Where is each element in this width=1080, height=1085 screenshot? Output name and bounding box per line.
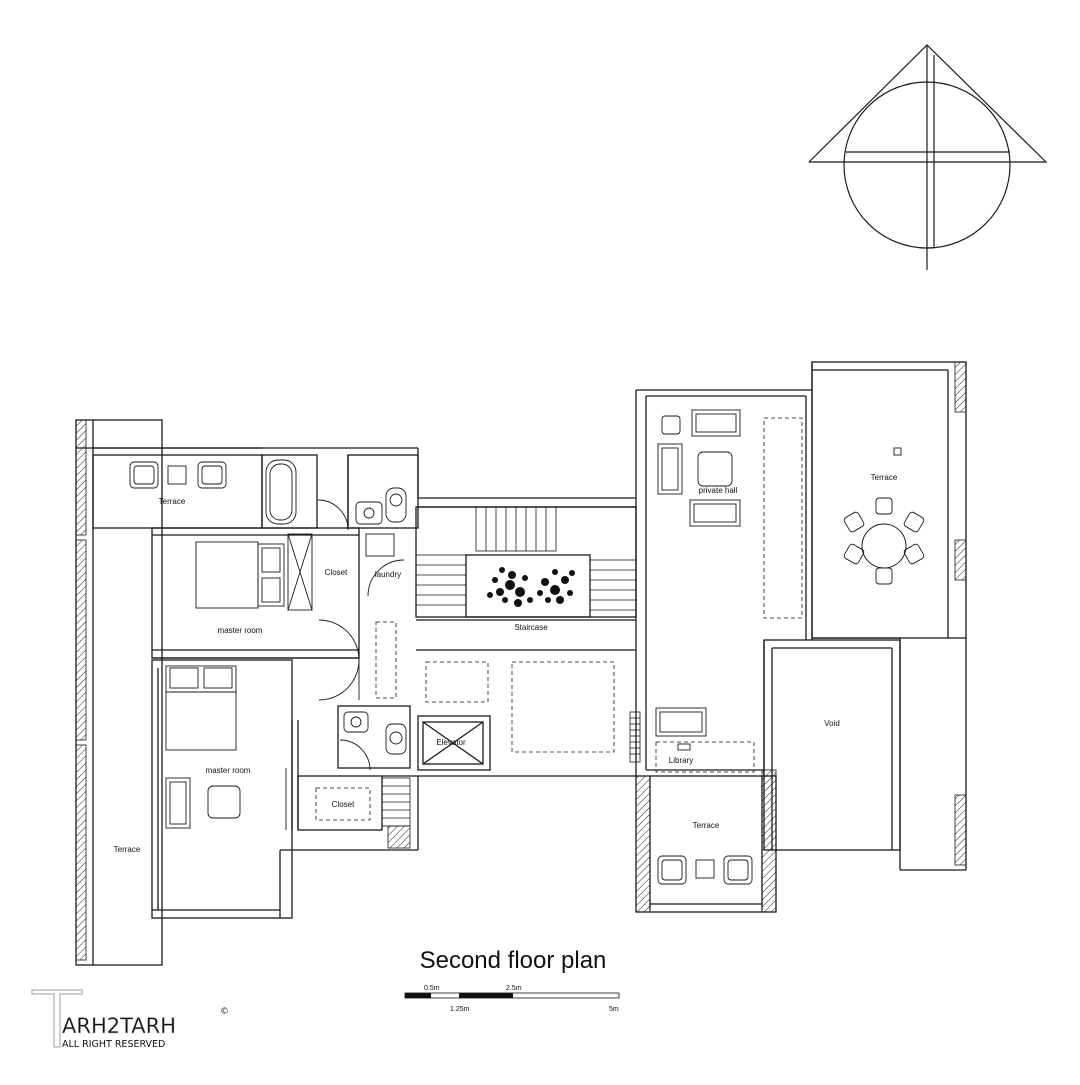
room-label-terrace-sw: Terrace <box>114 845 141 854</box>
scale-label-0-5m: 0.5m <box>424 985 440 992</box>
walls <box>75 361 967 966</box>
room-label-private-hall: private hall <box>699 486 738 495</box>
room-label-terrace-nw: Terrace <box>159 497 186 506</box>
room-labels: Terrace Terrace Terrace Terrace master r… <box>114 473 898 854</box>
room-label-master-room-1: master room <box>218 626 263 635</box>
stair-treads <box>381 506 641 827</box>
room-label-void: Void <box>824 719 840 728</box>
scale-label-2-5m: 2.5m <box>506 985 522 992</box>
room-label-library: Library <box>669 756 693 765</box>
logo-copyright: © <box>220 1007 229 1017</box>
doors <box>317 499 405 771</box>
furniture <box>129 409 925 885</box>
tree-icon <box>487 567 575 607</box>
scale-label-5m: 5m <box>609 1006 619 1013</box>
page-title: Second floor plan <box>420 947 607 974</box>
room-label-closet-1: Closet <box>325 568 348 577</box>
scale-label-1-25m: 1.25m <box>450 1006 470 1013</box>
logo-brand-text: ARH2TARH <box>62 1014 176 1038</box>
brand-logo: ARH2TARH © ALL RIGHT RESERVED <box>31 989 229 1050</box>
room-label-terrace-se: Terrace <box>693 821 720 830</box>
scale-bar: 0.5m 2.5m 1.25m 5m <box>404 985 620 1013</box>
room-label-master-room-2: master room <box>206 766 251 775</box>
room-label-closet-2: Closet <box>332 800 355 809</box>
dashed-overhead <box>161 417 803 821</box>
room-label-elevator: Elevator <box>436 738 466 747</box>
north-arrow-icon <box>808 44 1048 270</box>
room-label-staircase: Staircase <box>514 623 548 632</box>
room-label-laundry: laundry <box>375 570 401 579</box>
hatched-walls <box>75 361 967 961</box>
room-label-terrace-ne: Terrace <box>871 473 898 482</box>
logo-tagline: ALL RIGHT RESERVED <box>62 1039 165 1050</box>
